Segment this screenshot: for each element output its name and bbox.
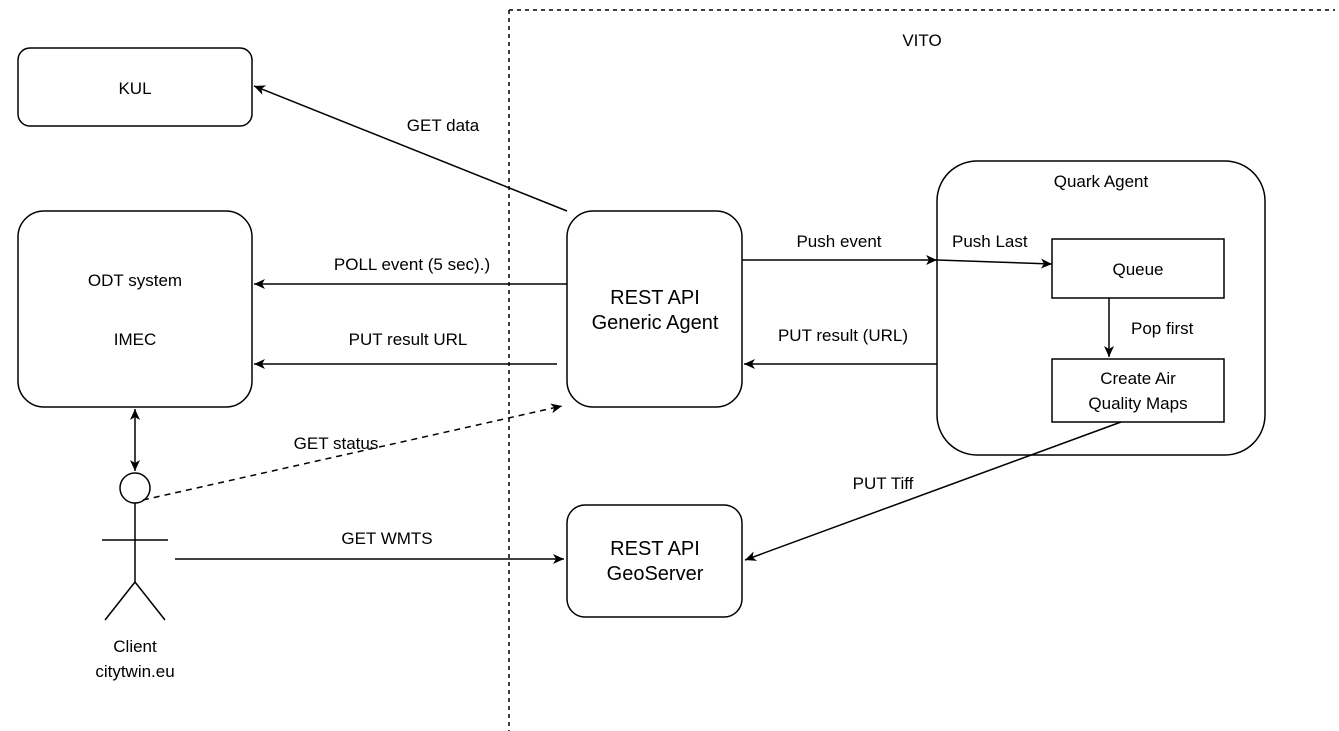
client-label: Client	[113, 637, 157, 656]
create-maps-line1: Create Air	[1100, 369, 1176, 388]
pop-first-label: Pop first	[1131, 319, 1194, 338]
edge-pop-first: Pop first	[1104, 298, 1194, 357]
push-event-label: Push event	[796, 232, 881, 251]
vito-label: VITO	[902, 31, 941, 50]
generic-agent-node: REST API Generic Agent	[566, 210, 743, 408]
client-actor: Client citytwin.eu	[95, 472, 175, 681]
get-status-label: GET status	[294, 434, 379, 453]
create-maps-line2: Quality Maps	[1088, 394, 1187, 413]
edge-put-result-url-2: PUT result (URL)	[744, 326, 937, 369]
edge-get-wmts: GET WMTS	[175, 529, 564, 564]
poll-event-label: POLL event (5 sec).)	[334, 255, 490, 274]
create-maps-node: Create Air Quality Maps	[1051, 358, 1225, 423]
kul-label: KUL	[118, 79, 151, 98]
edge-push-last: Push Last	[936, 232, 1053, 269]
geoserver-node: REST API GeoServer	[566, 504, 743, 618]
quark-agent-label: Quark Agent	[1054, 172, 1149, 191]
queue-label: Queue	[1112, 260, 1163, 279]
edge-get-status: GET status	[142, 403, 563, 501]
generic-agent-line1: REST API	[610, 287, 700, 309]
generic-agent-line2: Generic Agent	[592, 312, 719, 334]
push-last-label: Push Last	[952, 232, 1028, 251]
geoserver-line1: REST API	[610, 538, 700, 560]
edge-get-data: GET data	[253, 85, 568, 212]
citytwin-label: citytwin.eu	[95, 662, 174, 681]
imec-label: IMEC	[114, 330, 157, 349]
edge-push-event: Push event	[742, 232, 937, 265]
odt-system-node: ODT system IMEC	[17, 210, 253, 408]
put-result-url2-label: PUT result (URL)	[778, 326, 908, 345]
odt-system-label: ODT system	[88, 271, 182, 290]
vito-region: VITO	[508, 9, 1335, 731]
get-wmts-label: GET WMTS	[341, 529, 432, 548]
edge-poll-event: POLL event (5 sec).)	[254, 255, 567, 289]
edge-put-tiff: PUT Tiff	[744, 421, 1122, 561]
kul-node: KUL	[17, 47, 253, 127]
put-tiff-label: PUT Tiff	[853, 474, 914, 493]
edge-put-result-url: PUT result URL	[254, 330, 557, 369]
put-result-url-label: PUT result URL	[349, 330, 468, 349]
geoserver-line2: GeoServer	[607, 563, 704, 585]
queue-node: Queue	[1051, 238, 1225, 299]
get-data-label: GET data	[407, 116, 480, 135]
